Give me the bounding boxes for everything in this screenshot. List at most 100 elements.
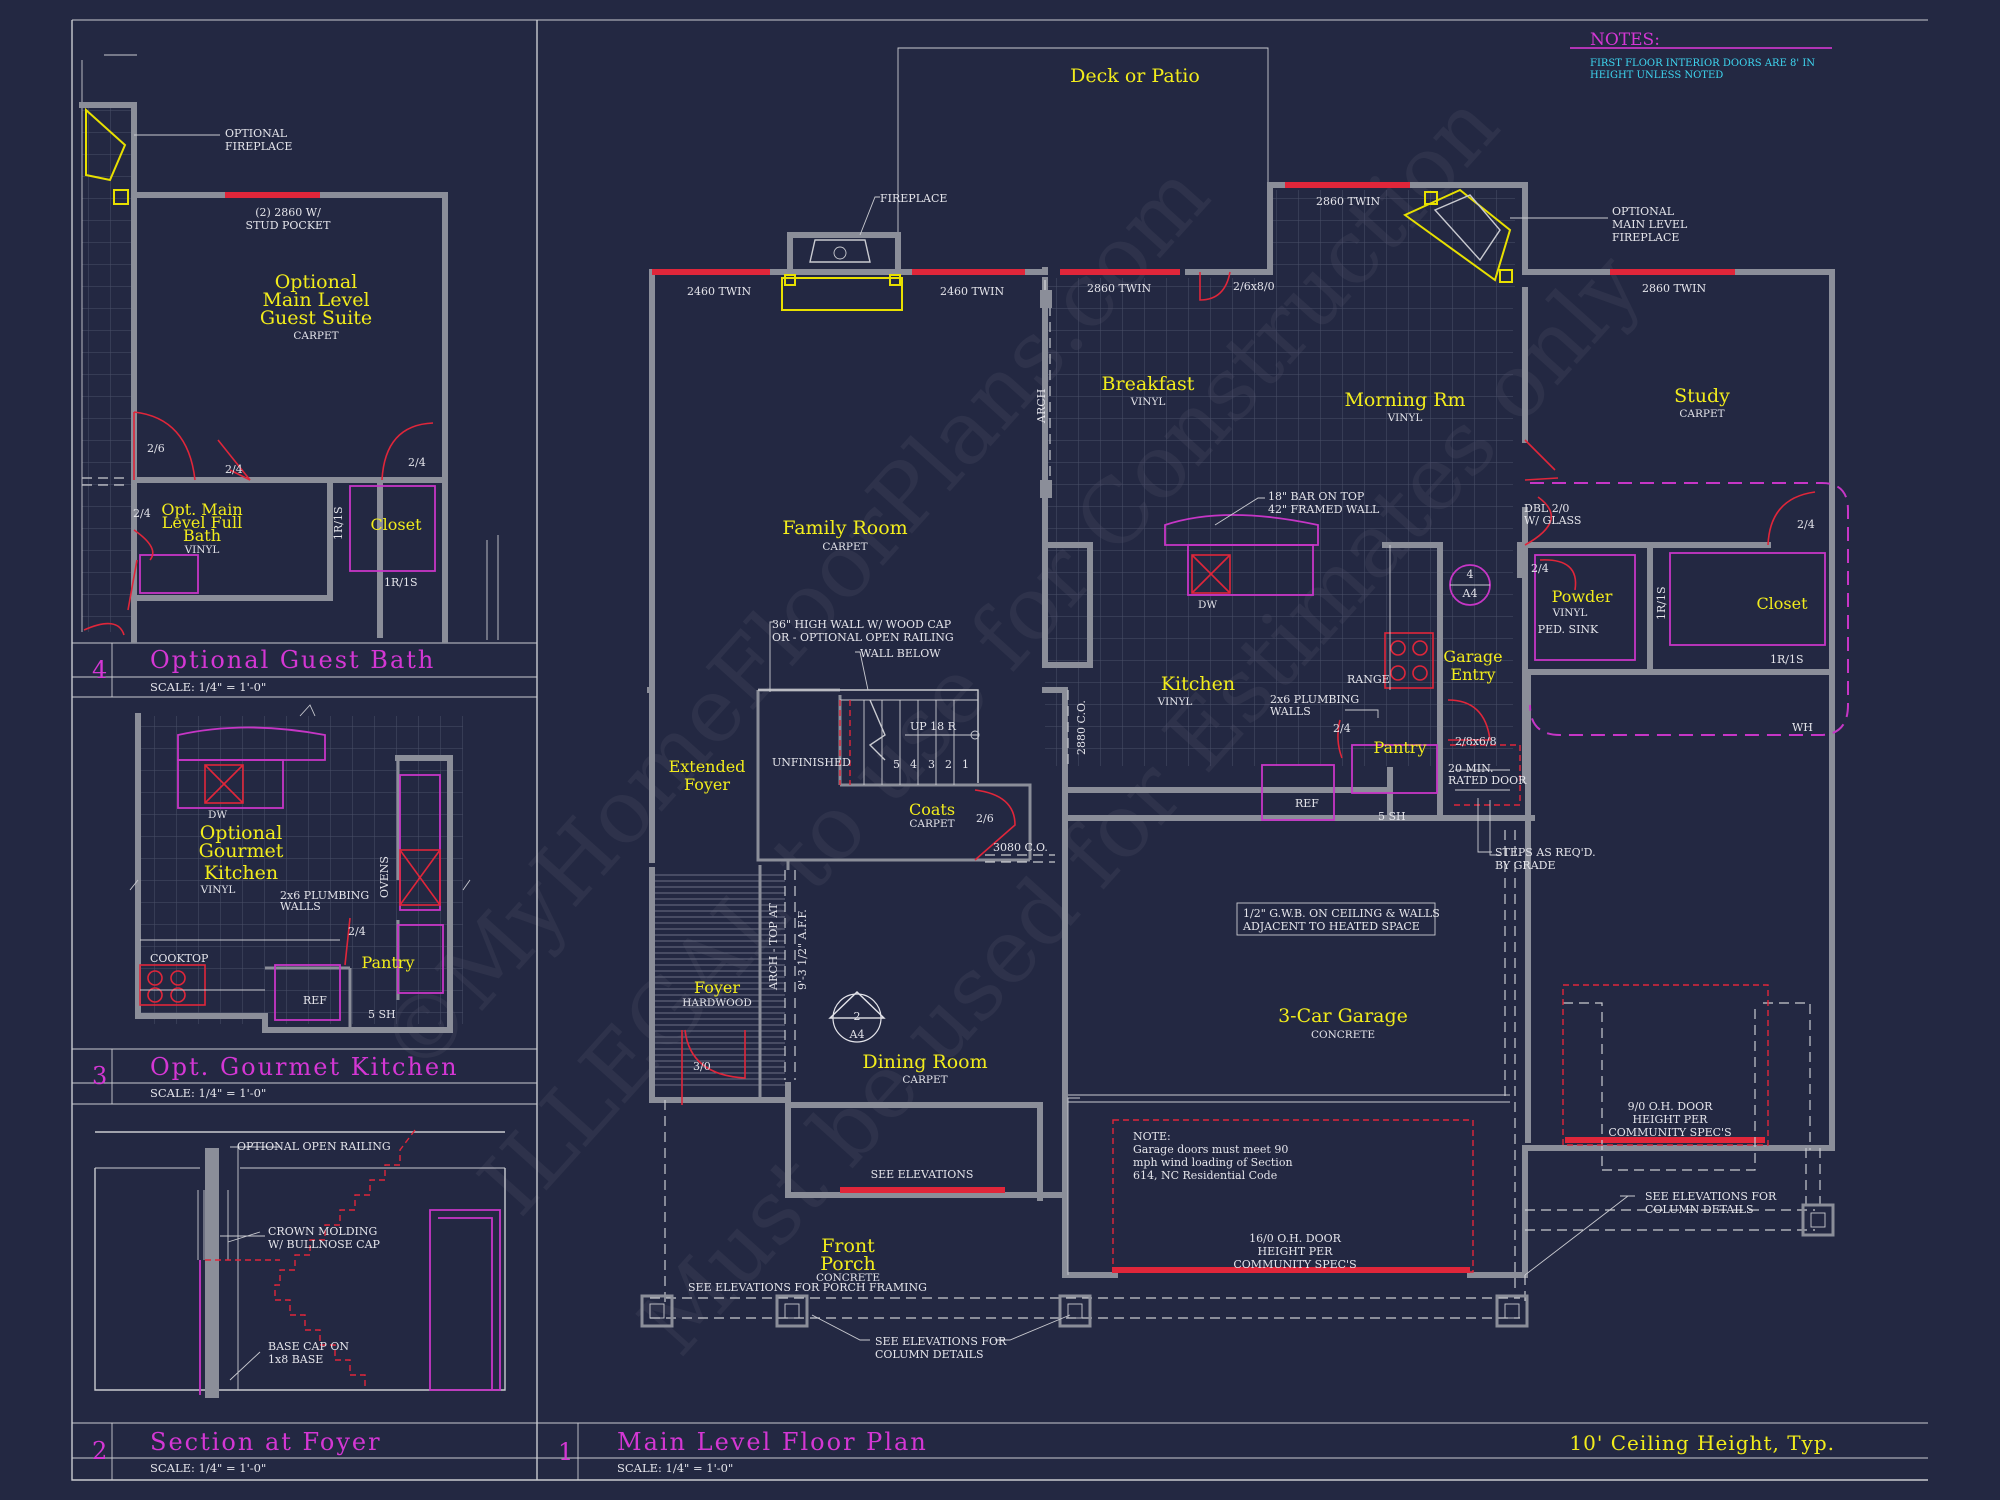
guest-bath-bath-1-label: Opt. Main [161,500,242,519]
detail-section-foyer: OPTIONAL OPEN RAILING CROWN MOLDING W/ B… [92,1129,506,1475]
main-floor-plan [640,47,1849,1341]
detail-guest-bath: OPTIONAL FIREPLACE (2) 2860 W/ STUD POCK… [79,54,499,694]
guest-bath-suite-3-label: Guest Suite [260,307,372,329]
main-plan-labels-s1-label: 1 [962,758,969,771]
main-plan-labels-opt-fireplace-2-label: MAIN LEVEL [1612,218,1688,231]
main-plan-rooms-garage-entry-1-label: Garage [1443,647,1502,666]
main-plan-labels-s5-label: 5 [893,758,900,771]
main-plan-rooms-breakfast-floor-label: VINYL [1130,396,1166,408]
main-plan-labels-ref-label: REF [1295,797,1319,810]
gourmet-ref-label: REF [303,994,327,1007]
gourmet-title-label: Opt. Gourmet Kitchen [150,1053,459,1081]
gourmet-sh-label: 5 SH [368,1008,396,1021]
main-plan-labels-tag-a4b-label: A4 [1462,587,1478,600]
section-base-2-label: 1x8 BASE [268,1353,323,1366]
main-plan-rooms-study-label: Study [1674,385,1730,407]
main-plan-labels-tag2-a-label: 2 [854,1010,861,1023]
main-plan-labels-bar-2-label: 42" FRAMED WALL [1268,503,1380,516]
main-plan-labels-unfinished-label: UNFINISHED [772,756,851,769]
main-plan-rooms-morning-floor-label: VINYL [1387,412,1423,424]
main-plan-rooms-powder-label: Powder [1552,587,1613,606]
main-plan-labels-range-label: RANGE [1347,673,1390,686]
section-title-label: Section at Foyer [150,1428,382,1456]
main-plan-labels-study-door-label: 2/4 [1797,518,1815,531]
main-plan-rooms-study-floor-label: CARPET [1679,408,1724,420]
main-plan-labels-steps-1-label: STEPS AS REQ'D. [1495,846,1596,859]
guest-bath-win-1-label: (2) 2860 W/ [255,206,321,219]
guest-bath-bath-floor-label: VINYL [184,544,220,556]
main-plan-labels-co-3080-label: 3080 C.O. [993,841,1048,854]
main-plan-labels-pantry-sh-label: 5 SH [1378,810,1406,823]
main-plan-labels-ge-door-label: 2/8x6/8 [1455,735,1497,748]
main-plan-labels-gwb-2-label: ADJACENT TO HEATED SPACE [1242,920,1420,933]
main-plan-labels-g-note-1-label: Garage doors must meet 90 [1133,1143,1288,1156]
main-plan-rooms-porch-1-label: Front [821,1235,875,1257]
main-plan-labels-coats-door-label: 2/6 [976,812,994,825]
main-plan-labels-col-b2-label: COLUMN DETAILS [1645,1203,1754,1216]
main-plan-labels-ohd-9-2-label: HEIGHT PER [1633,1113,1709,1126]
main-plan-labels-r1s-1-label: 1R/1S [1655,586,1668,620]
main-plan-labels-pantry-door-label: 2/4 [1333,722,1351,735]
notes-heading-label: NOTES: [1590,30,1660,50]
main-plan-labels-ohd-9-1-label: 9/0 O.H. DOOR [1628,1100,1714,1113]
main-plan-rooms-powder-floor-label: VINYL [1552,607,1588,619]
gourmet-pantry-label: Pantry [361,953,414,972]
guest-bath-fp-1-label: OPTIONAL [225,127,288,140]
guest-bath-suite-2-label: Main Level [262,289,369,311]
main-plan-rooms-ext-foyer-1-label: Extended [669,757,746,776]
sheet-frame [71,19,1928,1481]
guest-bath-title-label: Optional Guest Bath [150,646,435,674]
main-plan-labels: Deck or Patio FIREPLACE OPTIONAL MAIN LE… [558,30,1835,1475]
section-base-1-label: BASE CAP ON [268,1340,349,1353]
main-plan-rooms-coats-floor-label: CARPET [909,818,954,830]
section-crown-2-label: W/ BULLNOSE CAP [268,1238,381,1251]
gourmet-number-label: 3 [92,1062,107,1090]
main-plan-labels-win-2460b-label: 2460 TWIN [940,285,1004,298]
main-plan-rooms-morning-label: Morning Rm [1344,389,1465,411]
main-plan-labels-top-arch-label: ARCH - TOP AT [767,902,780,991]
gourmet-floor-label: VINYL [200,884,236,896]
guest-bath-d26-label: 2/6 [147,442,165,455]
main-plan-labels-g-note-h-label: NOTE: [1133,1130,1171,1143]
gourmet-plumb-1-label: 2x6 PLUMBING [280,889,369,902]
main-plan-rooms-foyer-floor-label: HARDWOOD [682,997,752,1009]
main-plan-rooms-breakfast-label: Breakfast [1102,373,1195,395]
main-plan-labels-ohd-16-2-label: HEIGHT PER [1258,1245,1334,1258]
main-plan-labels-rated-1-label: 20 MIN. [1448,762,1494,775]
main-plan-labels-col-b1-label: SEE ELEVATIONS FOR [1645,1190,1777,1203]
gourmet-ovens-label: OVENS [378,856,391,898]
main-plan-rooms-closet-label: Closet [1756,594,1808,613]
tile-floor-kitchen [1045,278,1513,766]
main-plan-labels-powder-door-label: 2/4 [1531,562,1549,575]
main-plan-labels-stair-up-label: UP 18 R [910,720,957,733]
main-plan-labels-co-2880-label: 2880 C.O. [1075,700,1088,755]
main-plan-labels-wall-below-label: WALL BELOW [860,647,941,660]
main-plan-rooms-garage-label: 3-Car Garage [1278,1005,1408,1027]
gourmet-cooktop-label: COOKTOP [150,952,209,965]
main-plan-labels-arch-1-label: ARCH [1035,389,1048,424]
guest-bath-r1s-b-label: 1R/1S [384,576,418,589]
guest-bath-bath-3-label: Bath [183,526,221,545]
main-plan-labels-dbl-1-label: DBL 2/0 [1524,502,1569,515]
main-plan-rooms-garage-entry-2-label: Entry [1450,665,1495,684]
main-plan-labels-rail-2-label: OR - OPTIONAL OPEN RAILING [772,631,954,644]
main-plan-rooms-coats-label: Coats [909,800,955,819]
foyer-hardwood [655,870,785,1090]
main-plan-labels-gwb-1-label: 1/2" G.W.B. ON CEILING & WALLS [1243,907,1440,920]
detail-gourmet-kitchen: DW Optional Gourmet Kitchen VINYL OVENS … [92,704,471,1100]
main-plan-title-label: Main Level Floor Plan [617,1428,928,1456]
gourmet-plumb-2-label: WALLS [280,900,321,913]
main-plan-labels-ohd-16-3-label: COMMUNITY SPEC'S [1233,1258,1356,1271]
main-plan-rooms-family-floor-label: CARPET [822,541,867,553]
guest-bath-d24c-label: 2/4 [133,507,151,520]
main-plan-labels-rated-2-label: RATED DOOR [1448,774,1527,787]
main-plan-labels-foyer-door-label: 3/0 [693,1060,711,1073]
main-plan-rooms-family-label: Family Room [782,517,907,539]
main-plan-labels-win-2460a-label: 2460 TWIN [687,285,751,298]
guest-bath-d24a-label: 2/4 [225,463,243,476]
main-plan-rooms-porch-floor-label: CONCRETE [816,1272,880,1284]
ceiling-note-label: 10' Ceiling Height, Typ. [1569,1431,1835,1455]
guest-bath-win-2-label: STUD POCKET [246,219,332,232]
gourmet-dw-label: DW [208,809,227,821]
